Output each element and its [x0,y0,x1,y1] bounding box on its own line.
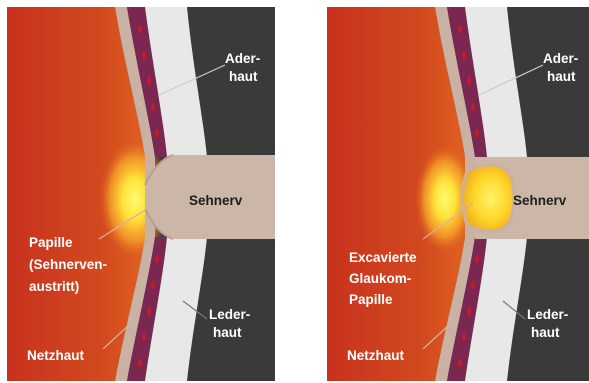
excavated-cup [463,165,515,232]
label-sehnerv: Sehnerv [189,193,243,208]
diagram-panel-glaukom: Ader- haut Sehnerv Excavierte Glaukom- P… [327,7,589,381]
label-aderhaut-2: haut [547,69,576,84]
label-papille-3: austritt) [29,279,79,294]
label-papille-1: Excavierte [349,250,417,265]
diagram-panel-normal: Ader- haut Sehnerv Papille (Sehnerven- a… [7,7,275,381]
label-aderhaut-1: Ader- [543,51,578,66]
label-netzhaut: Netzhaut [347,348,405,363]
label-lederhaut-1: Leder- [209,307,250,322]
label-lederhaut-2: haut [213,325,242,340]
eye-cross-section-normal: Ader- haut Sehnerv Papille (Sehnerven- a… [7,7,275,381]
label-netzhaut: Netzhaut [27,348,85,363]
label-lederhaut-2: haut [531,325,560,340]
label-sehnerv: Sehnerv [513,193,567,208]
label-papille-1: Papille [29,235,73,250]
label-aderhaut-1: Ader- [225,51,260,66]
label-aderhaut-2: haut [229,69,258,84]
eye-cross-section-glaukom: Ader- haut Sehnerv Excavierte Glaukom- P… [327,7,589,381]
label-papille-2: Glaukom- [349,271,411,286]
label-papille-2: (Sehnerven- [29,257,107,272]
label-lederhaut-1: Leder- [527,307,568,322]
label-papille-3: Papille [349,292,393,307]
